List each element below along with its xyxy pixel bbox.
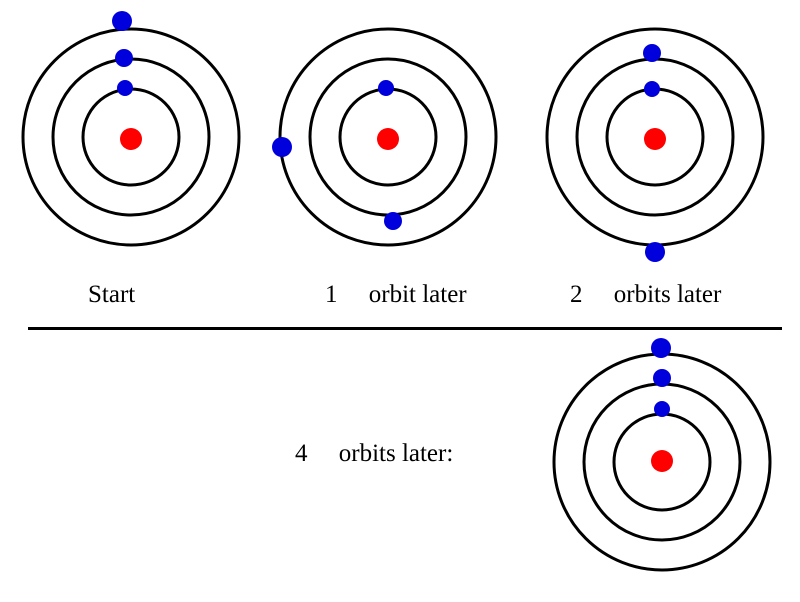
caption-four-orbits-later: 4 orbits later: — [295, 440, 454, 467]
nucleus — [644, 128, 666, 150]
electron-inner-shell — [654, 401, 670, 417]
nucleus — [120, 128, 142, 150]
electron-middle-shell — [384, 212, 402, 230]
caption-one-orbit-later: 1 orbit later — [325, 281, 467, 308]
caption-two-orbits-later: 2 orbits later — [570, 281, 722, 308]
orbit-shell-outer — [21, 27, 241, 247]
atom-diagram-one-orbit-later — [260, 0, 530, 270]
electron-inner-shell — [378, 80, 394, 96]
atom-diagram-four-orbits-later — [530, 330, 800, 602]
electron-middle-shell — [643, 44, 661, 62]
atom-diagram-two-orbits-later — [528, 0, 800, 270]
atom-diagram-start — [0, 0, 270, 270]
electron-outer-shell — [112, 11, 132, 31]
atom-svg-four-orbits-later — [552, 338, 772, 572]
section-divider — [28, 327, 782, 330]
electron-inner-shell — [644, 81, 660, 97]
nucleus — [377, 128, 399, 150]
electron-outer-shell — [645, 242, 665, 262]
electron-middle-shell — [653, 369, 671, 387]
atom-svg-one-orbit-later — [272, 27, 498, 247]
electron-inner-shell — [117, 80, 133, 96]
electron-outer-shell — [272, 137, 292, 157]
caption-start: Start — [88, 281, 136, 308]
atom-svg-two-orbits-later — [545, 27, 765, 262]
electron-outer-shell — [651, 338, 671, 358]
nucleus — [651, 450, 673, 472]
atom-svg-start — [21, 11, 241, 247]
orbit-shell-outer — [278, 27, 498, 247]
electron-middle-shell — [115, 49, 133, 67]
